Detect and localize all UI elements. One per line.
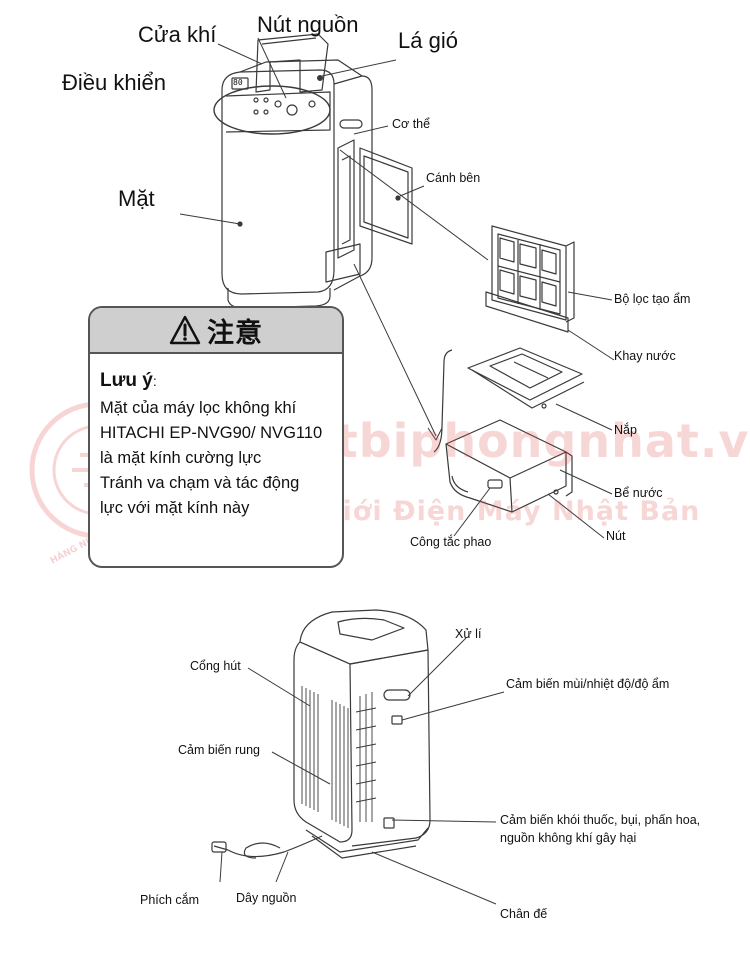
label-humidifier-filter: Bộ lọc tạo ẩm: [614, 292, 691, 306]
caution-line: HITACHI EP-NVG90/ NVG110: [100, 424, 323, 442]
label-odor-sensor: Cảm biến mùi/nhiệt độ/độ ẩm: [506, 677, 670, 691]
caution-line: lực với mặt kính này: [100, 499, 250, 517]
caution-header: 注意: [90, 308, 342, 354]
bottom-purifier-illustration: [211, 609, 431, 859]
caution-line: Mặt của máy lọc không khí: [100, 399, 297, 417]
label-water-tray: Khay nước: [614, 349, 676, 363]
label-water-tank: Bể nước: [614, 486, 663, 500]
label-vent: Cửa khí: [138, 22, 217, 47]
label-control: Điều khiển: [62, 70, 166, 95]
caution-title: 注意: [207, 317, 263, 348]
label-louver: Lá gió: [398, 28, 458, 53]
label-front: Mặt: [118, 186, 155, 211]
label-plug: Phích cắm: [140, 893, 200, 907]
label-base: Chân đế: [500, 907, 548, 921]
caution-line: là mặt kính cường lực: [100, 449, 262, 467]
label-side-cover: Cánh bên: [426, 171, 481, 185]
label-body: Cơ thể: [392, 117, 431, 131]
label-power-cord: Dây nguồn: [236, 891, 297, 905]
caution-heading-colon: :: [152, 373, 157, 389]
caution-line: Tránh va chạm và tác động: [100, 474, 300, 492]
leader-lines-bottom: [219, 637, 505, 905]
caution-heading: Lưu ý: [100, 370, 153, 391]
label-dust-sensor-line2: nguồn không khí gây hại: [500, 831, 637, 845]
label-power-button: Nút nguồn: [257, 12, 359, 37]
label-intake: Cổng hút: [190, 659, 241, 673]
warning-triangle-icon: [169, 315, 201, 345]
lid-illustration: [467, 347, 585, 409]
label-handle: Xử lí: [455, 627, 482, 641]
leader-lines: [179, 37, 615, 539]
label-vibration-sensor: Cảm biến rung: [178, 743, 260, 757]
caution-body: Lưu ý: Mặt của máy lọc không khí HITACHI…: [90, 354, 342, 521]
label-knob: Nút: [606, 529, 626, 543]
display-readout: 80: [233, 78, 243, 87]
water-tank-illustration: [445, 419, 573, 513]
caution-notice: 注意 Lưu ý: Mặt của máy lọc không khí HITA…: [88, 306, 344, 568]
humidifier-filter-illustration: [485, 225, 575, 333]
label-float-switch: Công tắc phao: [410, 535, 492, 549]
label-lid: Nắp: [614, 423, 637, 437]
label-dust-sensor-line1: Cảm biến khói thuốc, bụi, phấn hoa,: [500, 813, 701, 827]
top-purifier-illustration: [221, 33, 413, 309]
